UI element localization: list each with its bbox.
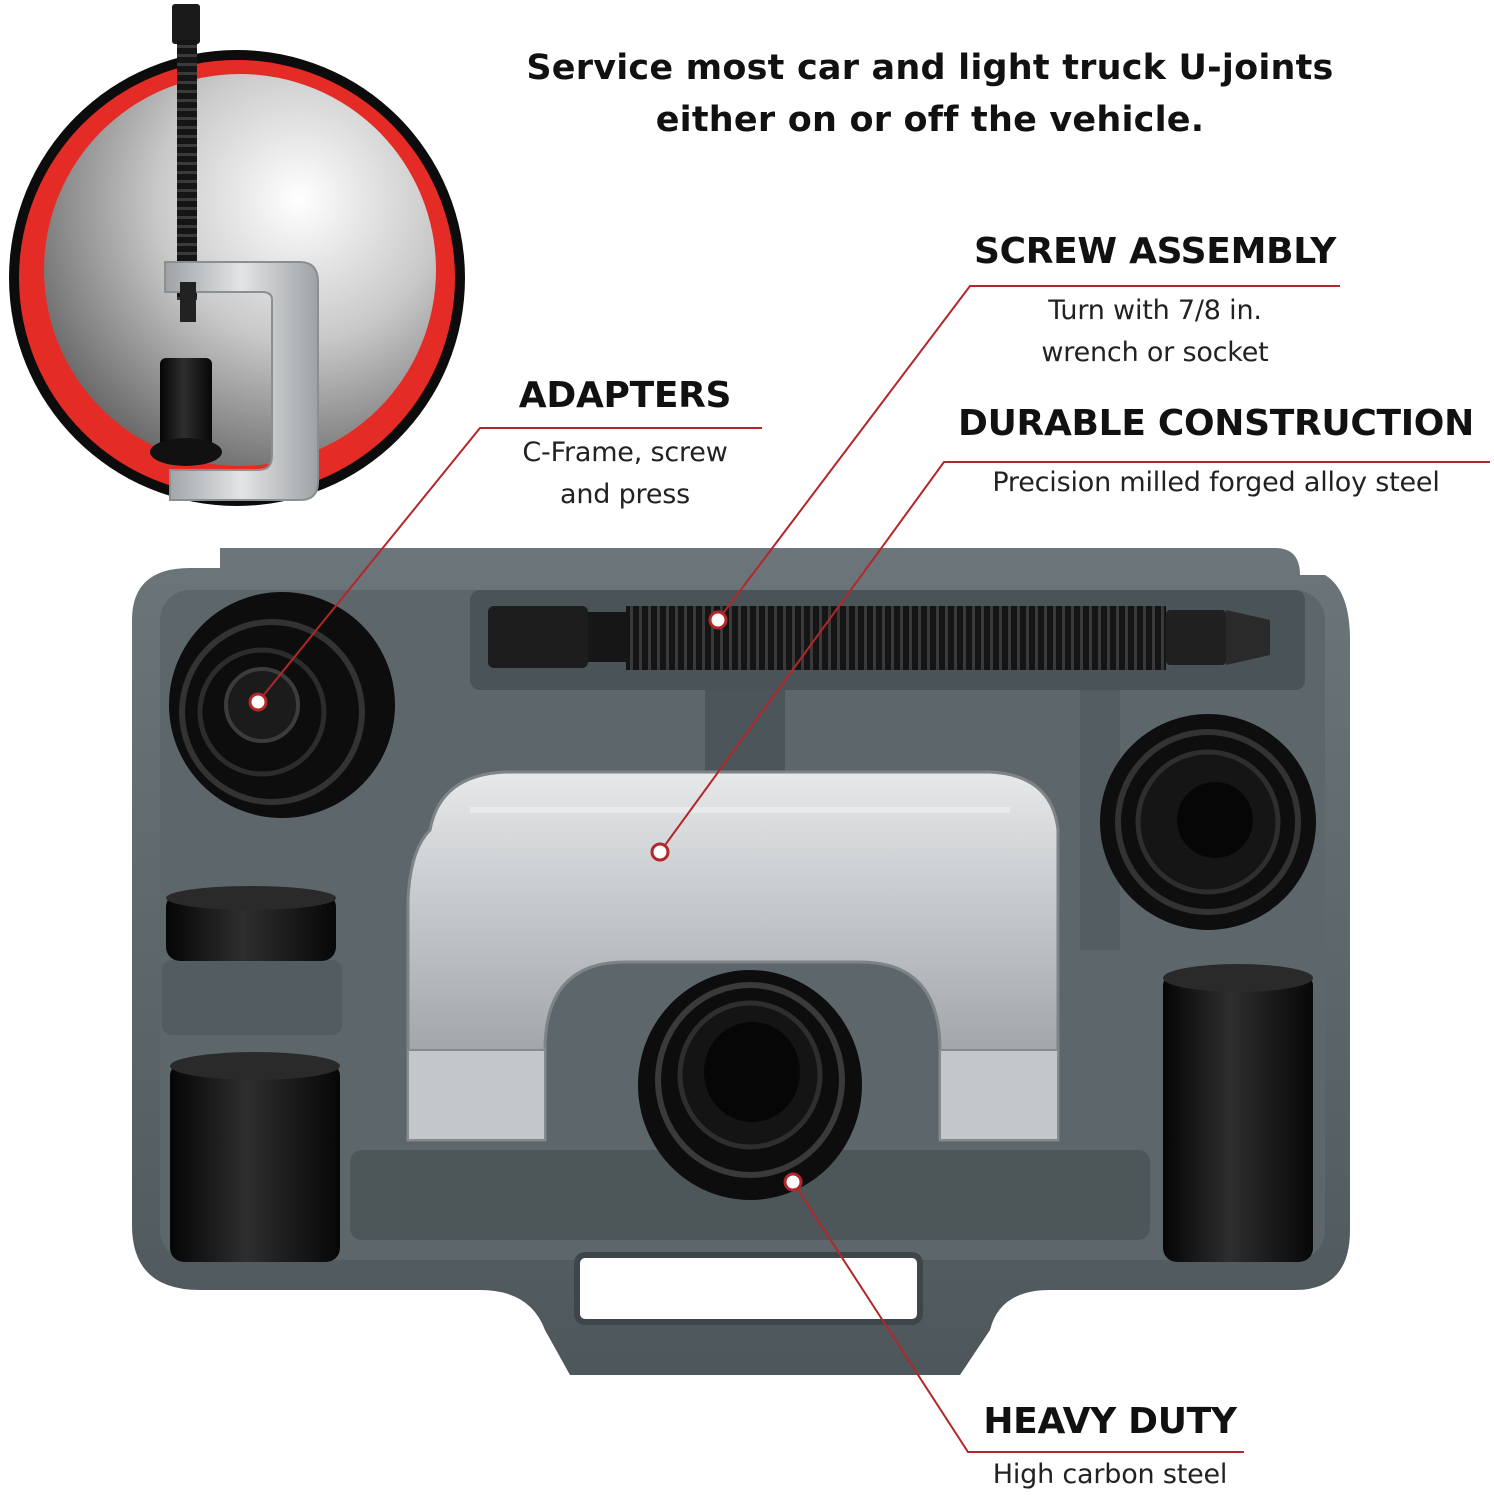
c-frame-part [406,770,1060,1142]
callout-adapters-line-2: and press [560,479,690,510]
adapter-cup-right [1100,714,1316,930]
callout-screw-assembly: SCREW ASSEMBLY Turn with 7/8 in. wrench … [960,232,1350,374]
adapter-large-cup-left [169,592,395,818]
callout-adapters-line-1: C-Frame, screw [522,437,728,468]
callout-heavy-duty: HEAVY DUTY High carbon steel [968,1402,1252,1496]
callout-screw-assembly-line-2: wrench or socket [1041,337,1269,368]
callout-markers [248,610,803,1192]
adapter-nested-bottom [638,970,862,1200]
headline-line-2: either on or off the vehicle. [655,100,1205,140]
inset-badge [9,4,465,506]
screw-assembly-part [488,606,1270,670]
callout-adapters-title: ADAPTERS [518,375,732,416]
callout-durable-construction-title: DURABLE CONSTRUCTION [958,403,1474,444]
adapter-tall-right [1163,964,1313,1262]
callout-adapters: ADAPTERS C-Frame, screw and press [480,376,770,516]
callout-heavy-duty-title: HEAVY DUTY [983,1401,1237,1442]
callout-durable-construction: DURABLE CONSTRUCTION Precision milled fo… [946,404,1486,504]
callout-heavy-duty-line-1: High carbon steel [992,1459,1228,1490]
callout-screw-assembly-title: SCREW ASSEMBLY [973,231,1337,272]
headline-line-1: Service most car and light truck U-joint… [526,48,1334,88]
adapter-tall-left [170,1052,340,1262]
callout-leaders [257,285,1490,1453]
headline: Service most car and light truck U-joint… [470,42,1390,146]
callout-durable-construction-line-1: Precision milled forged alloy steel [992,467,1440,498]
adapter-short-left [166,886,336,961]
callout-screw-assembly-line-1: Turn with 7/8 in. [1048,295,1262,326]
